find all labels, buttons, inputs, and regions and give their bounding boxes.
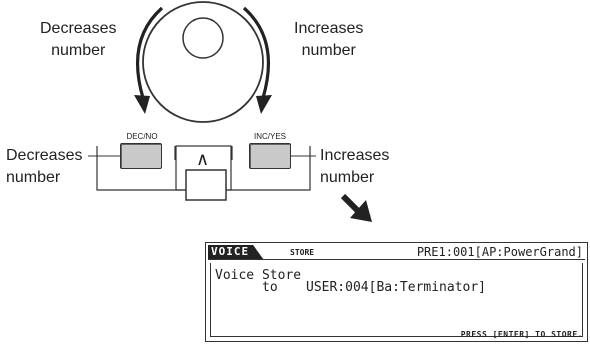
inc-button-effect: Increases number xyxy=(320,147,390,186)
up-key-button[interactable] xyxy=(185,169,227,201)
up-arrow-glyph: ∧ xyxy=(196,149,210,169)
increase-arrow-icon xyxy=(242,6,270,99)
inc-yes-button[interactable] xyxy=(249,143,291,169)
inc-button-label: INC/YES xyxy=(253,132,286,141)
dec-no-button[interactable] xyxy=(120,143,162,169)
store-line-1: Voice Store xyxy=(215,268,302,283)
pointer-arrow-icon xyxy=(340,193,372,222)
lcd-body-frame xyxy=(210,263,583,337)
mode-sub-label: STORE xyxy=(290,248,315,257)
lcd-screen: VOICE STORE PRE1:001[AP:PowerGrand] Voic… xyxy=(205,242,588,342)
mode-tag: VOICE xyxy=(208,245,263,259)
store-prompt: PRESS [ENTER] TO STORE. xyxy=(460,330,583,339)
dial-left-label: Decreases number xyxy=(40,20,117,59)
increase-arrowhead-icon xyxy=(256,95,272,114)
store-line-2-prefix: to xyxy=(262,280,278,295)
data-dial[interactable] xyxy=(142,1,264,123)
current-voice: PRE1:001[AP:PowerGrand] xyxy=(416,245,583,259)
decrease-arrowhead-icon xyxy=(134,95,150,114)
lcd-header: VOICE STORE PRE1:001[AP:PowerGrand] xyxy=(208,245,585,260)
dec-button-label: DEC/NO xyxy=(126,132,158,141)
dec-button-effect: Decreases number xyxy=(6,147,83,186)
dial-grip xyxy=(182,17,224,59)
decrease-arrow-icon xyxy=(136,6,164,99)
dial-right-label: Increases number xyxy=(294,20,364,59)
store-destination[interactable]: USER:004[Ba:Terminator] xyxy=(306,280,487,295)
